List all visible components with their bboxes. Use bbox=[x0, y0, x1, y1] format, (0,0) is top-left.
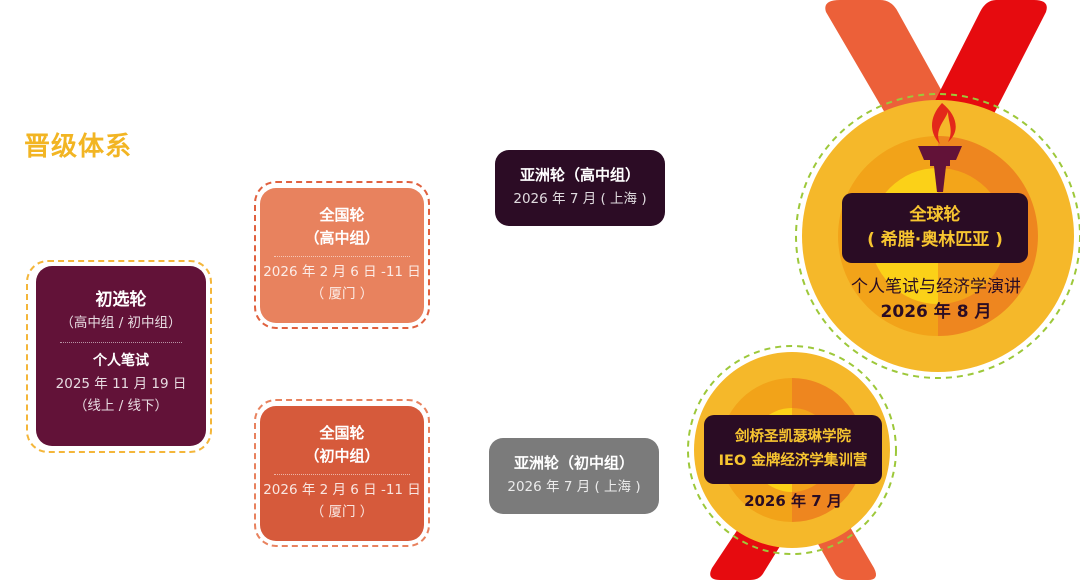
torch-icon bbox=[918, 103, 962, 192]
camp-line2: IEO 金牌经济学集训营 bbox=[718, 453, 868, 469]
global-round-label: 全球轮 ( 希腊·奥林匹亚 ) bbox=[842, 193, 1028, 263]
national-hs-date: 2026 年 2 月 6 日 -11 日 bbox=[263, 264, 421, 280]
asia-hs-title: 亚洲轮（高中组） bbox=[519, 166, 640, 184]
divider bbox=[274, 474, 410, 475]
national-hs-dashed-frame bbox=[254, 181, 430, 329]
global-round-date: 2026 年 8 月 bbox=[880, 302, 992, 322]
national-ms-title: 全国轮 bbox=[319, 424, 365, 442]
qualifier-groups: （高中组 / 初中组） bbox=[60, 315, 182, 331]
asia-hs-date: 2026 年 7 月 ( 上海 ) bbox=[513, 191, 647, 207]
divider bbox=[274, 256, 410, 257]
asia-ms-date: 2026 年 7 月 ( 上海 ) bbox=[507, 479, 641, 495]
global-round-format: 个人笔试与经济学演讲 bbox=[851, 277, 1021, 297]
camp-line1: 剑桥圣凯瑟琳学院 bbox=[735, 429, 851, 445]
qualifier-format: 个人笔试 bbox=[93, 353, 149, 369]
qualifier-title: 初选轮 bbox=[95, 290, 147, 310]
camp-label: 剑桥圣凯瑟琳学院 IEO 金牌经济学集训营 bbox=[704, 415, 882, 484]
asia-ms-title: 亚洲轮（初中组） bbox=[513, 454, 634, 472]
asia-round-ms-card: 亚洲轮（初中组） 2026 年 7 月 ( 上海 ) bbox=[489, 438, 659, 514]
national-ms-group: （初中组） bbox=[304, 447, 380, 465]
qualifier-mode: （线上 / 线下） bbox=[73, 398, 169, 414]
qualifier-dashed-frame bbox=[26, 260, 212, 453]
national-round-hs-card: 全国轮 （高中组） 2026 年 2 月 6 日 -11 日 （ 厦门 ） bbox=[260, 188, 424, 323]
global-round-title: 全球轮 bbox=[909, 205, 961, 225]
national-ms-dashed-frame bbox=[254, 399, 430, 547]
camp-date: 2026 年 7 月 bbox=[744, 492, 842, 510]
national-ms-date: 2026 年 2 月 6 日 -11 日 bbox=[263, 482, 421, 498]
asia-round-hs-card: 亚洲轮（高中组） 2026 年 7 月 ( 上海 ) bbox=[495, 150, 665, 226]
qualifier-round-card: 初选轮 （高中组 / 初中组） 个人笔试 2025 年 11 月 19 日 （线… bbox=[36, 266, 206, 446]
national-hs-location: （ 厦门 ） bbox=[310, 286, 374, 302]
national-hs-title: 全国轮 bbox=[319, 206, 365, 224]
section-title: 晋级体系 bbox=[24, 132, 133, 162]
national-ms-location: （ 厦门 ） bbox=[310, 504, 374, 520]
divider bbox=[60, 342, 182, 343]
global-round-location: ( 希腊·奥林匹亚 ) bbox=[867, 230, 1003, 250]
qualifier-date: 2025 年 11 月 19 日 bbox=[55, 376, 187, 392]
national-round-ms-card: 全国轮 （初中组） 2026 年 2 月 6 日 -11 日 （ 厦门 ） bbox=[260, 406, 424, 541]
national-hs-group: （高中组） bbox=[304, 229, 380, 247]
